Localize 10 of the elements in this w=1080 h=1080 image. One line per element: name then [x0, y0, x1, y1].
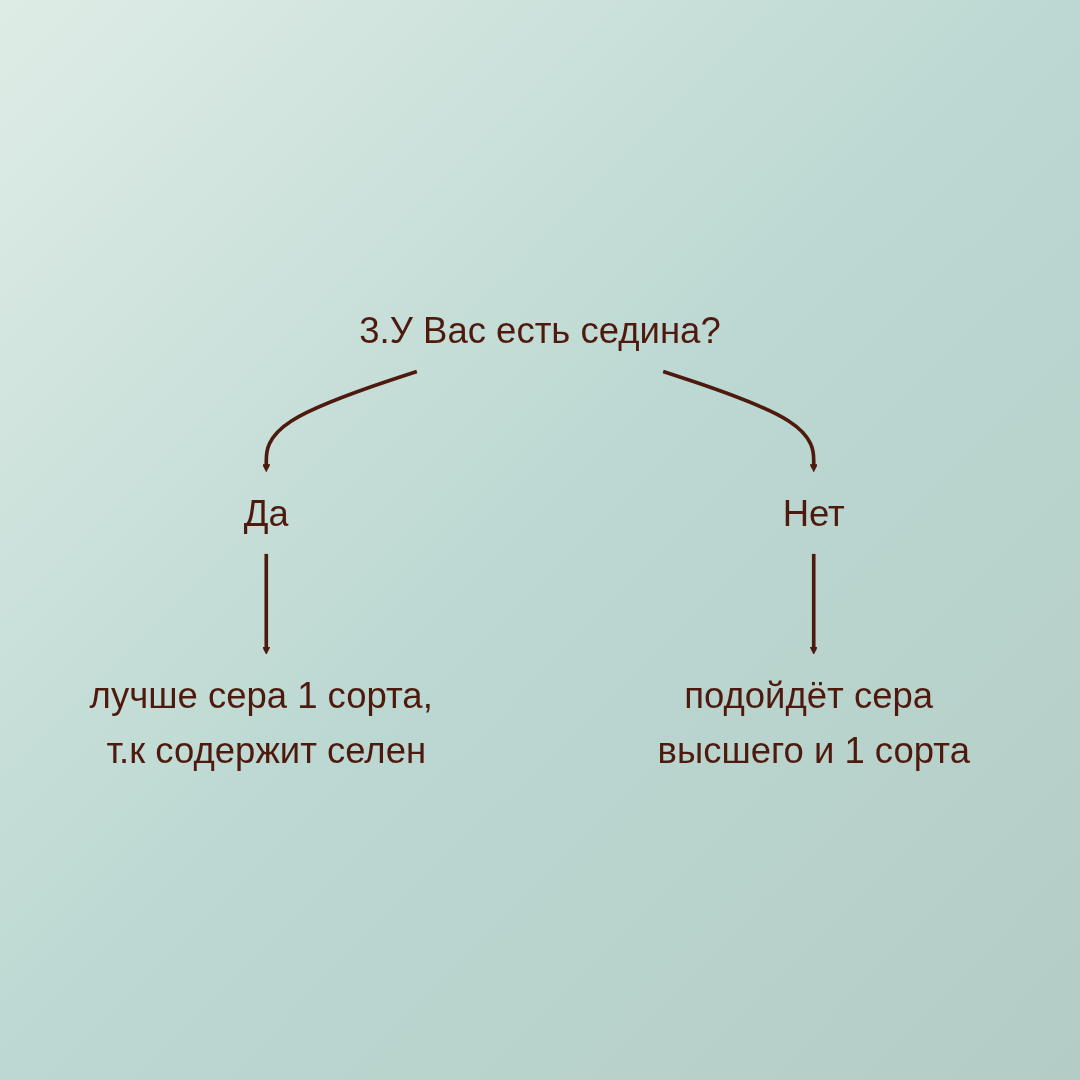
node-text: лучше сера 1 сорта, т.к содержит селен [89, 675, 433, 770]
arrow [662, 369, 818, 472]
arrow [262, 369, 418, 472]
arrow [809, 553, 818, 655]
flowchart: 3.У Вас есть седина? Да Нет лучше сера 1 сорта, т.к содержит селен подойдёт сера высшего и 1 сорта [40, 281, 1040, 799]
node-text: 3.У Вас есть седина? [359, 310, 721, 351]
node-text: подойдёт сера высшего и 1 сорта [657, 675, 970, 770]
node-text: Да [243, 492, 289, 533]
node-text: Нет [782, 492, 845, 533]
arrow [262, 553, 271, 655]
